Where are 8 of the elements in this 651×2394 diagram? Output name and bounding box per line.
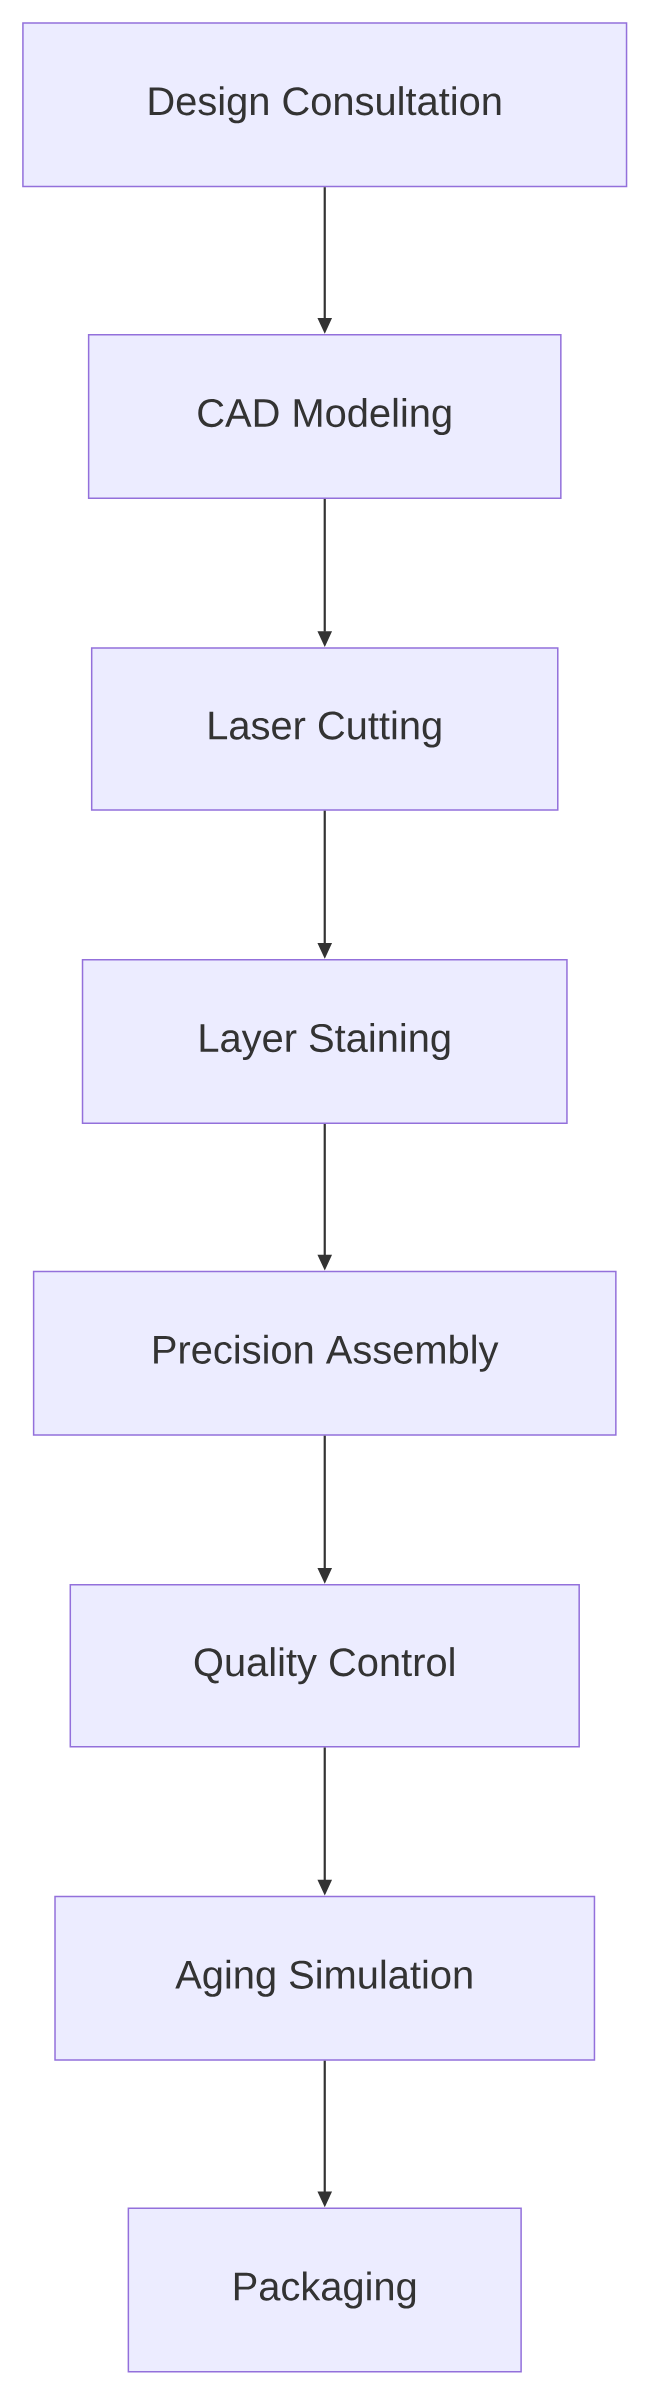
process-box: Packaging (127, 2207, 522, 2373)
process-box: Layer Staining (81, 958, 568, 1124)
process-box: Precision Assembly (32, 1270, 617, 1436)
process-box: Quality Control (69, 1583, 580, 1748)
process-box: Aging Simulation (54, 1895, 596, 2061)
process-box: Design Consultation (22, 22, 628, 188)
process-box: CAD Modeling (87, 333, 562, 499)
process-box: Laser Cutting (90, 647, 559, 811)
